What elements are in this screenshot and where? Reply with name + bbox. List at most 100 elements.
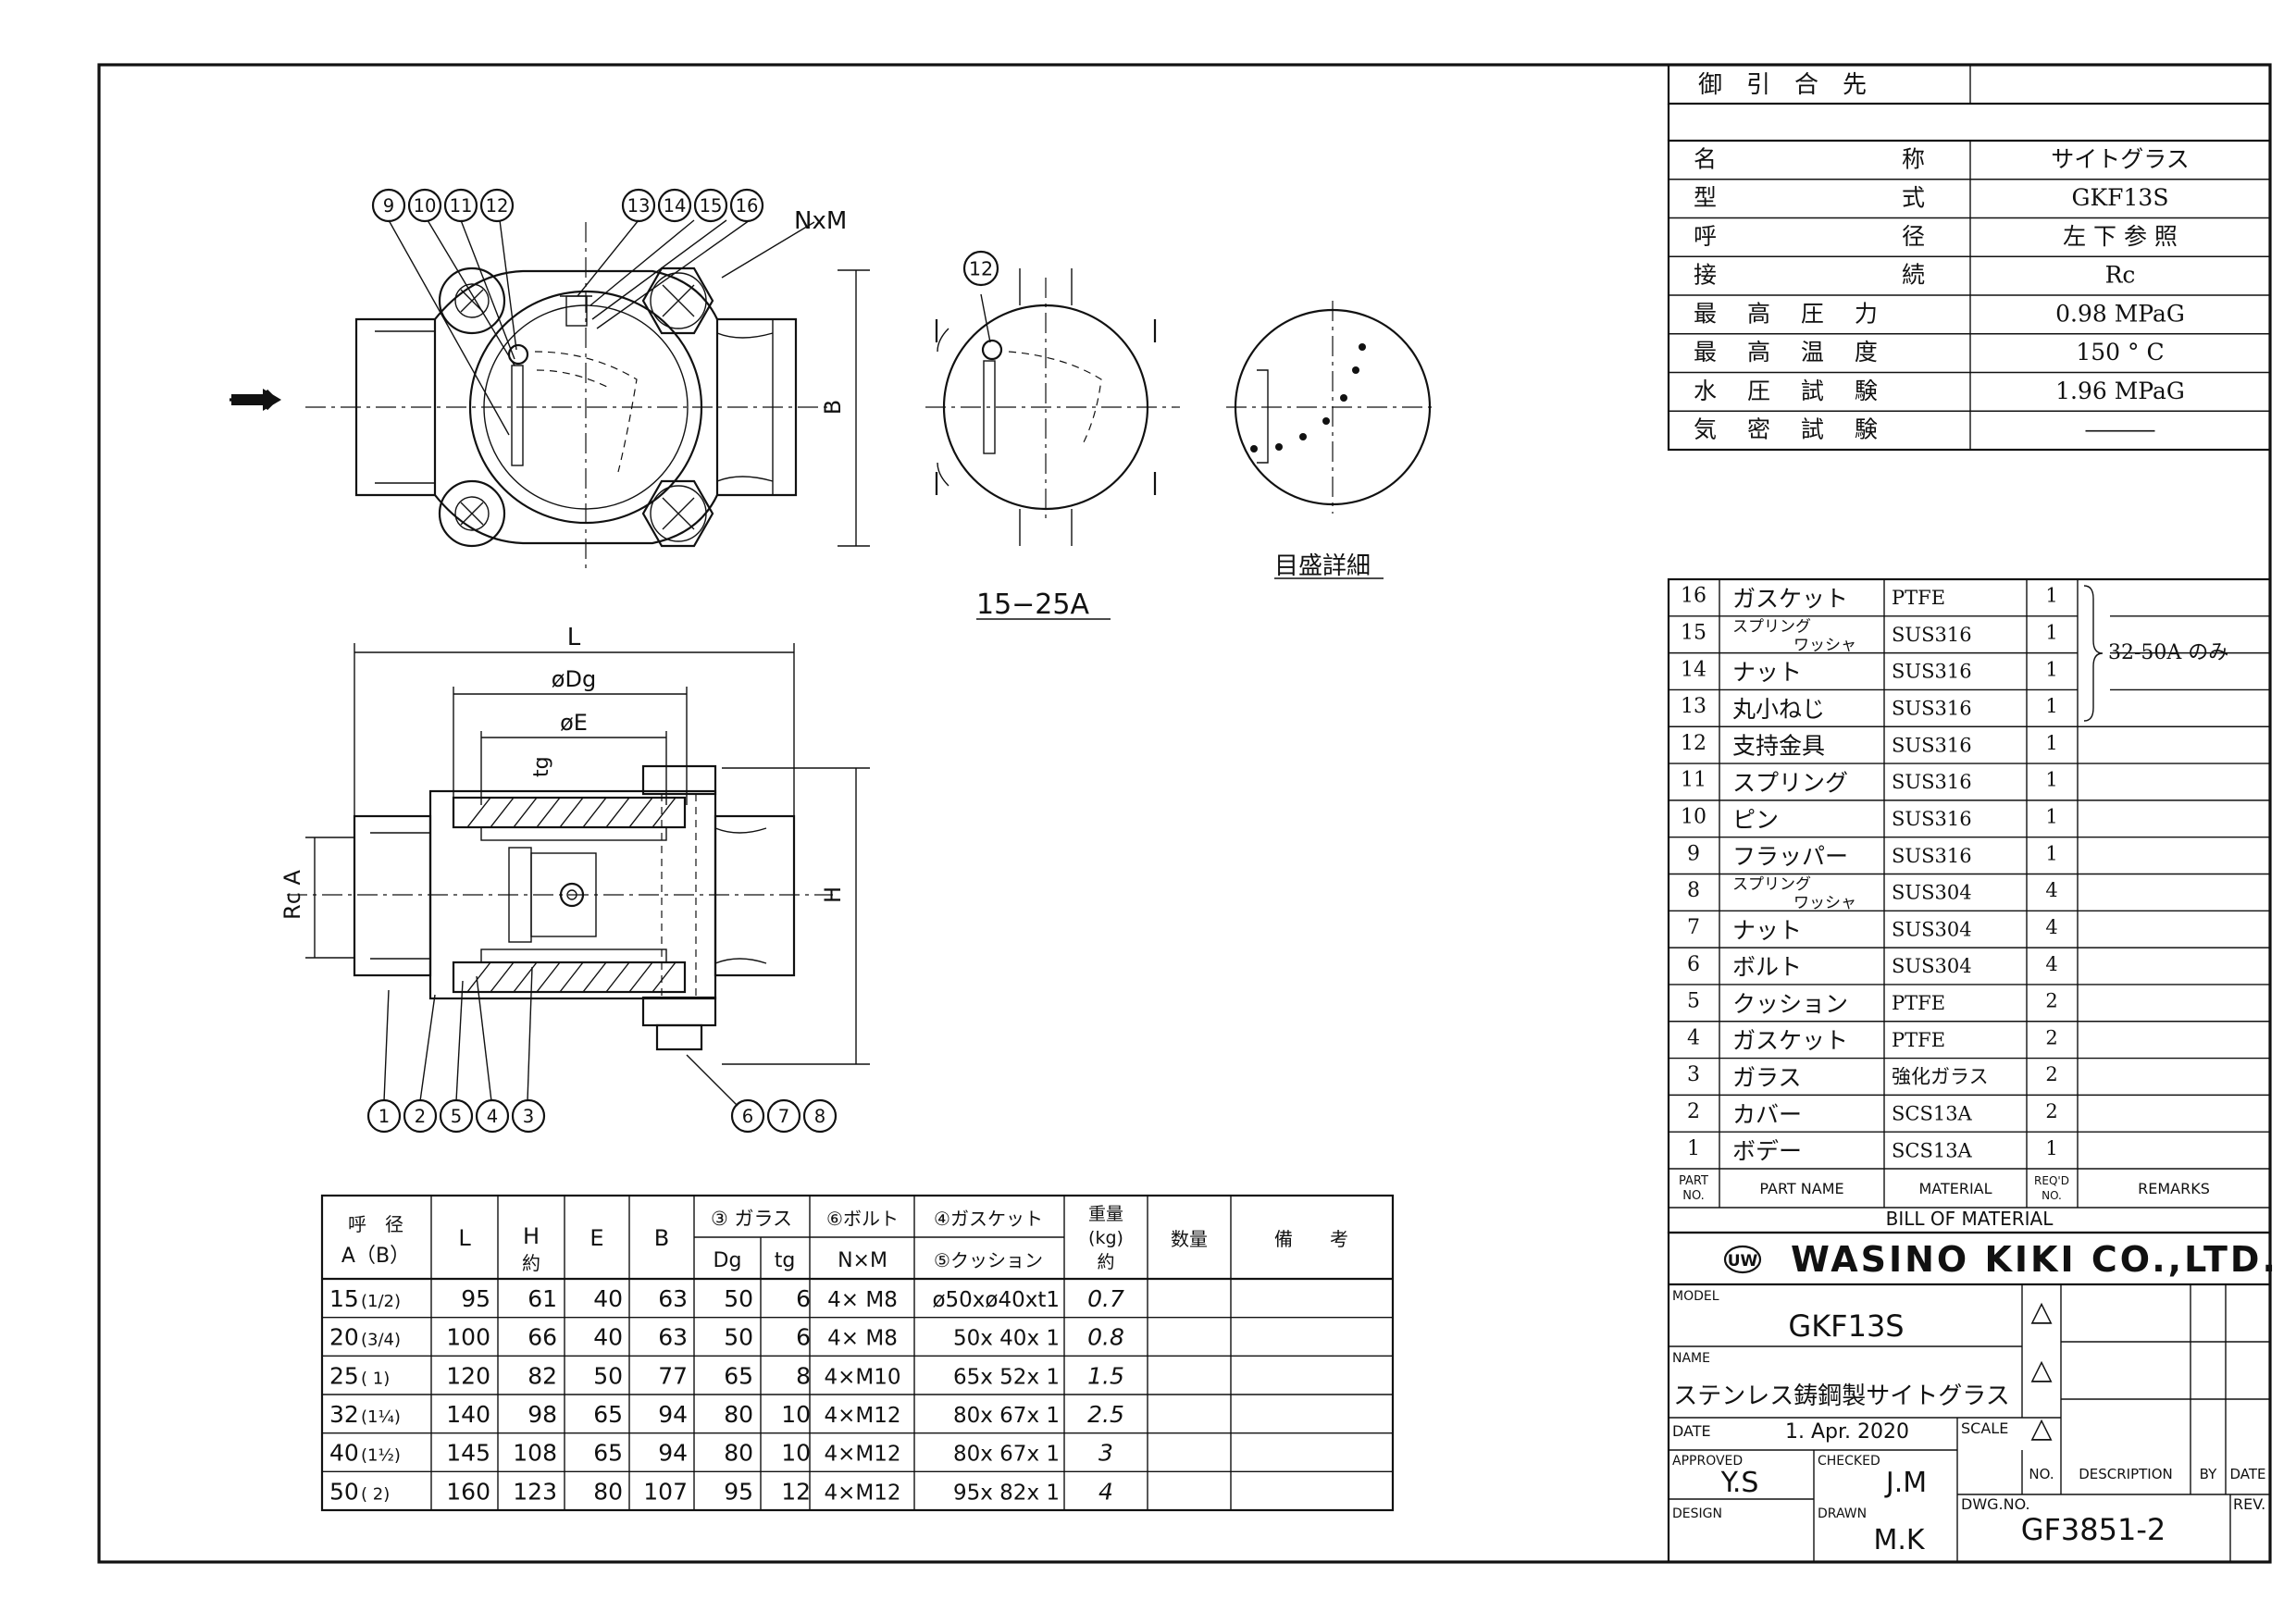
- spec-label: 最 高 温 度: [1694, 339, 1878, 366]
- design-label: DESIGN: [1672, 1506, 1722, 1521]
- head-E: E: [590, 1225, 603, 1251]
- bom-qty: 4: [2045, 916, 2057, 938]
- bom-name: ナット: [1732, 659, 1802, 686]
- head-Dg: Dg: [714, 1249, 742, 1272]
- bom-material: PTFE: [1892, 992, 1945, 1014]
- bom-material: SUS316: [1892, 734, 1972, 756]
- bom-name: 丸小ねじ: [1732, 696, 1825, 723]
- dim-E: 65: [593, 1401, 623, 1428]
- scale-detail: 目盛詳細: [1226, 301, 1434, 580]
- bom-no: 5: [1687, 990, 1700, 1013]
- dim-H: 82: [527, 1362, 557, 1389]
- bom-qty: 2: [2045, 1026, 2057, 1048]
- dim-frac: (1¼): [361, 1407, 401, 1427]
- rev-head-no: NO.: [2029, 1466, 2054, 1482]
- dim-Dg: 50: [724, 1285, 753, 1312]
- head-nominal-2: A（B）: [341, 1245, 410, 1268]
- bom-material: SCS13A: [1892, 1139, 1973, 1161]
- head-weight-2: (kg): [1088, 1228, 1123, 1248]
- balloon-1: [366, 1098, 402, 1134]
- balloon-label: 10: [414, 195, 437, 217]
- label-L: L: [567, 624, 581, 651]
- dim-gasket: ø50xø40xt1: [932, 1288, 1060, 1312]
- balloon-label: 14: [664, 195, 687, 217]
- dim-tg: 10: [781, 1440, 811, 1467]
- balloon-11: [443, 188, 478, 223]
- bom-qty: 1: [2045, 658, 2057, 680]
- bom-name: ガスケット: [1732, 585, 1848, 612]
- bom-name: スプリング: [1732, 875, 1811, 894]
- bom-no: 11: [1681, 769, 1706, 792]
- head-nxm: N×M: [838, 1249, 887, 1272]
- bom-material: SUS316: [1892, 771, 1972, 793]
- bom-name: ガスケット: [1732, 1027, 1848, 1054]
- bom-material: SUS316: [1892, 845, 1972, 867]
- rev-mark-2: △: [2030, 1354, 2052, 1386]
- bom-name: スプリング: [1732, 770, 1848, 797]
- name-value: ステンレス鋳鋼製サイトグラス: [1673, 1382, 2009, 1410]
- dim-weight: 0.8: [1087, 1324, 1124, 1351]
- spec-value: 1.96 MPaG: [2055, 378, 2185, 404]
- bom-material: PTFE: [1892, 1029, 1945, 1051]
- bom-name: ナット: [1732, 917, 1802, 944]
- dim-frac: ( 2): [361, 1484, 390, 1504]
- head-qty: 数量: [1171, 1228, 1208, 1250]
- bom-no: 1: [1687, 1137, 1700, 1160]
- dim-nxm: 4× M8: [827, 1327, 898, 1351]
- bom-qty: 1: [2045, 621, 2057, 643]
- dim-nominal: 32: [329, 1401, 359, 1428]
- bom-no: 8: [1687, 879, 1700, 902]
- bom-no: 3: [1687, 1063, 1700, 1086]
- dim-L: 160: [446, 1478, 490, 1505]
- dim-frac: ( 1): [361, 1369, 390, 1388]
- label-H: H: [820, 886, 846, 903]
- bom-no: 12: [1681, 732, 1706, 755]
- balloon-label: 7: [778, 1106, 789, 1127]
- bom-name: 支持金具: [1732, 733, 1825, 760]
- dim-H: 108: [513, 1440, 557, 1467]
- rev-label: REV.: [2233, 1495, 2265, 1513]
- spec-value: 150 ° C: [2076, 339, 2164, 366]
- bom-no: 2: [1687, 1100, 1700, 1123]
- model-label: MODEL: [1672, 1289, 1719, 1304]
- balloon-2: [403, 1098, 438, 1134]
- head-weight-1: 重量: [1088, 1204, 1123, 1224]
- logo-text: WASINO KIKI CO.,LTD.: [1791, 1239, 2278, 1280]
- dim-H: 98: [527, 1401, 557, 1428]
- dim-weight: 3: [1098, 1440, 1113, 1467]
- bom-material: SCS13A: [1892, 1102, 1973, 1124]
- balloon-9: [371, 188, 406, 223]
- bom-head-qty-2: NO.: [2042, 1189, 2062, 1202]
- bom-name: ピン: [1732, 806, 1779, 833]
- dim-gasket: 80x 67x 1: [953, 1404, 1060, 1428]
- dim-L: 140: [446, 1401, 490, 1428]
- date-label: DATE: [1672, 1422, 1711, 1440]
- dim-B: 63: [658, 1324, 688, 1351]
- bom-head-no-2: NO.: [1682, 1189, 1705, 1203]
- dim-nominal: 15: [329, 1285, 359, 1312]
- dim-H: 66: [527, 1324, 557, 1351]
- balloon-label: 15: [700, 195, 723, 217]
- balloon-10: [407, 188, 442, 223]
- bom-qty: 4: [2045, 879, 2057, 901]
- rev-mark-3: △: [2030, 1412, 2052, 1444]
- bom-name: ワッシャ: [1793, 894, 1856, 912]
- bom-qty: 1: [2045, 1137, 2057, 1159]
- bolt-bottom-left: [438, 479, 506, 548]
- balloon-label: 11: [450, 195, 473, 217]
- bom-qty: 1: [2045, 732, 2057, 754]
- label-B: B: [820, 400, 846, 415]
- balloon-label: 12: [969, 258, 993, 280]
- bom-head-qty-1: REQ'D: [2034, 1174, 2069, 1187]
- dim-tg: 12: [781, 1478, 811, 1505]
- bom-name: スプリング: [1732, 618, 1811, 637]
- approved-label: APPROVED: [1672, 1454, 1743, 1469]
- top-leaders: [388, 219, 815, 436]
- customer-header: 御 引 合 先: [1698, 71, 1867, 99]
- spec-value: Rc: [2105, 262, 2136, 289]
- date-value: 1. Apr. 2020: [1785, 1420, 1909, 1444]
- spec-value: サイトグラス: [2051, 145, 2190, 172]
- dim-weight: 2.5: [1087, 1401, 1124, 1428]
